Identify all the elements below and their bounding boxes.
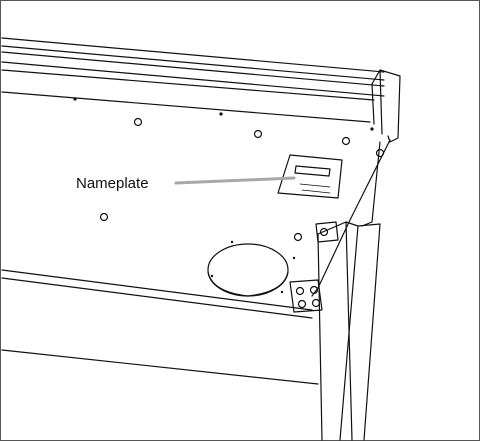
screw: [293, 232, 303, 242]
panel-edge-right: [311, 139, 391, 297]
right-skirt: [361, 141, 381, 227]
front-leg: [317, 221, 381, 441]
nameplate-leader-line: [174, 176, 296, 185]
nameplate-label: Nameplate: [76, 175, 149, 192]
screw: [341, 136, 351, 146]
corner-post-top: [371, 69, 401, 143]
leg-bracket-lower: [289, 279, 323, 313]
screw: [375, 148, 385, 158]
front-panel: [1, 269, 319, 385]
screws: [99, 117, 385, 242]
screw: [133, 117, 143, 127]
top-rail: [1, 37, 385, 101]
nameplate: [277, 154, 343, 199]
leg-bracket-upper: [315, 221, 339, 243]
screw: [253, 129, 263, 139]
panel-edge-top: [1, 91, 371, 123]
small-dots: [73, 97, 374, 294]
screw: [99, 212, 109, 222]
speaker-grille: [207, 243, 289, 297]
